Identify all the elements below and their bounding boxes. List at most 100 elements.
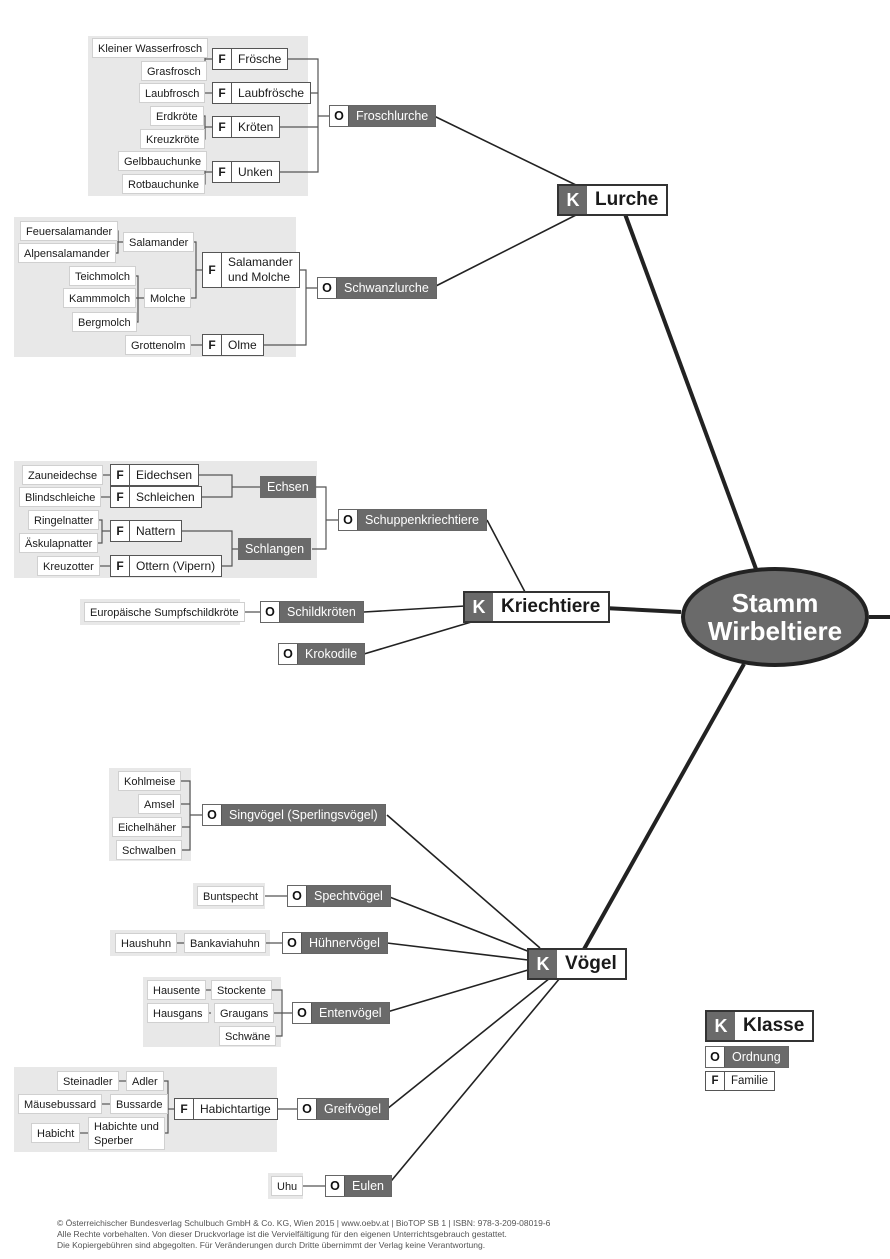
root-stamm-wirbeltiere: Stamm Wirbeltiere [681, 567, 869, 667]
klasse-marker: K [465, 593, 493, 621]
ordnung-marker: O [330, 106, 349, 126]
familie-froesche: F Frösche [212, 48, 289, 70]
familie-marker: F [111, 487, 130, 507]
familie-ottern: F Ottern (Vipern) [110, 555, 223, 577]
species-graugans: Graugans [214, 1003, 275, 1023]
familie-label: Kröten [238, 120, 274, 134]
species-erdkroete: Erdkröte [150, 106, 204, 126]
familie-label: Ottern (Vipern) [136, 559, 216, 573]
familie-kroeten: F Kröten [212, 116, 281, 138]
klasse-label: Lurche [595, 189, 659, 210]
familie-salamander-und-molche: F Salamander und Molche [202, 252, 300, 288]
species-gelbbauchunke: Gelbbauchunke [118, 151, 208, 171]
klasse-label: Kriechtiere [501, 596, 601, 617]
species-maeusebussard: Mäusebussard [18, 1094, 103, 1114]
species-schwaene: Schwäne [219, 1026, 277, 1046]
legend-klasse-marker: K [707, 1012, 735, 1040]
legend-klasse: K Klasse [705, 1010, 815, 1042]
ordnung-eulen: O Eulen [325, 1175, 392, 1197]
ordnung-label: Hühnervögel [309, 936, 380, 950]
klasse-lurche: K Lurche [557, 184, 669, 216]
gruppe-schlangen: Schlangen [238, 538, 312, 560]
familie-label-line2: und Molche [228, 270, 291, 284]
familie-label: Habichtartige [200, 1102, 271, 1116]
familie-label: Laubfrösche [238, 86, 305, 100]
species-kohlmeise: Kohlmeise [118, 771, 182, 791]
legend-ordnung: O Ordnung [705, 1046, 789, 1068]
ordnung-marker: O [318, 278, 337, 298]
species-kreuzkroete: Kreuzkröte [140, 129, 206, 149]
legend-ordnung-marker: O [706, 1047, 725, 1067]
species-kleiner-wasserfrosch: Kleiner Wasserfrosch [92, 38, 209, 58]
copyright-footer: © Österreichischer Bundesverlag Schulbuc… [57, 1218, 550, 1251]
familie-label: Unken [238, 165, 273, 179]
species-adler: Adler [126, 1071, 164, 1091]
familie-label: Olme [228, 338, 257, 352]
species-habichte-line1: Habichte und [94, 1121, 159, 1133]
ordnung-label: Entenvögel [319, 1006, 382, 1020]
familie-habichtartige: F Habichtartige [174, 1098, 278, 1120]
legend-familie-label: Familie [731, 1075, 769, 1087]
gruppe-echsen: Echsen [260, 476, 316, 498]
link-root-lurche [623, 213, 758, 570]
klasse-marker: K [529, 950, 557, 978]
species-bankaviahuhn: Bankaviahuhn [184, 933, 266, 953]
root-line1: Stamm [731, 588, 819, 618]
klasse-voegel: K Vögel [527, 948, 627, 980]
gruppe-salamander: Salamander [123, 232, 195, 252]
familie-marker: F [203, 253, 222, 287]
klasse-label: Vögel [565, 953, 617, 974]
ordnung-froschlurche: O Froschlurche [329, 105, 437, 127]
species-grottenolm: Grottenolm [125, 335, 192, 355]
familie-schleichen: F Schleichen [110, 486, 202, 508]
ordnung-marker: O [203, 805, 222, 825]
species-bergmolch: Bergmolch [72, 312, 137, 332]
ordnung-label: Schuppenkriechtiere [365, 513, 479, 527]
species-aeskulapnatter: Äskulapnatter [19, 533, 99, 553]
familie-label: Nattern [136, 524, 176, 538]
species-amsel: Amsel [138, 794, 181, 814]
ordnung-marker: O [283, 933, 302, 953]
familie-label: Frösche [238, 52, 282, 66]
species-habichte-und-sperber: Habichte und Sperber [88, 1117, 165, 1150]
ordnung-label: Schildkröten [287, 605, 356, 619]
ordnung-singvoegel: O Singvögel (Sperlingsvögel) [202, 804, 386, 826]
ordnung-schuppenkriechtiere: O Schuppenkriechtiere [338, 509, 487, 531]
ordnung-marker: O [293, 1003, 312, 1023]
link-root-kriechtiere [603, 606, 682, 614]
species-zauneidechse: Zauneidechse [22, 465, 104, 485]
familie-marker: F [213, 117, 232, 137]
familie-label-line1: Salamander [228, 255, 293, 269]
species-europaeische-sumpfschildkroete: Europäische Sumpfschildkröte [84, 602, 245, 622]
ordnung-marker: O [339, 510, 358, 530]
legend-familie: F Familie [705, 1071, 776, 1091]
klasse-marker: K [559, 186, 587, 214]
species-haushuhn: Haushuhn [115, 933, 178, 953]
familie-marker: F [203, 335, 222, 355]
root-line2: Wirbeltiere [707, 616, 843, 646]
ordnung-greifvoegel: O Greifvögel [297, 1098, 389, 1120]
species-buntspecht: Buntspecht [197, 886, 265, 906]
species-alpensalamander: Alpensalamander [18, 243, 116, 263]
familie-olme: F Olme [202, 334, 264, 356]
species-habicht: Habicht [31, 1123, 81, 1143]
species-grasfrosch: Grasfrosch [141, 61, 207, 81]
ordnung-krokodile: O Krokodile [278, 643, 366, 665]
species-schwalben: Schwalben [116, 840, 182, 860]
ordnung-marker: O [298, 1099, 317, 1119]
ordnung-label: Spechtvögel [314, 889, 383, 903]
familie-marker: F [111, 556, 130, 576]
familie-marker: F [111, 465, 130, 485]
species-stockente: Stockente [211, 980, 272, 1000]
familie-eidechsen: F Eidechsen [110, 464, 200, 486]
familie-marker: F [213, 49, 232, 69]
legend-familie-marker: F [706, 1072, 725, 1090]
familie-label: Schleichen [136, 490, 195, 504]
species-habichte-line2: Sperber [94, 1135, 134, 1147]
species-blindschleiche: Blindschleiche [19, 487, 102, 507]
familie-marker: F [111, 521, 130, 541]
species-eichelhaeher: Eichelhäher [112, 817, 183, 837]
ordnung-label: Singvögel (Sperlingsvögel) [229, 808, 378, 822]
familie-laubfroesche: F Laubfrösche [212, 82, 312, 104]
species-bussarde: Bussarde [110, 1094, 169, 1114]
